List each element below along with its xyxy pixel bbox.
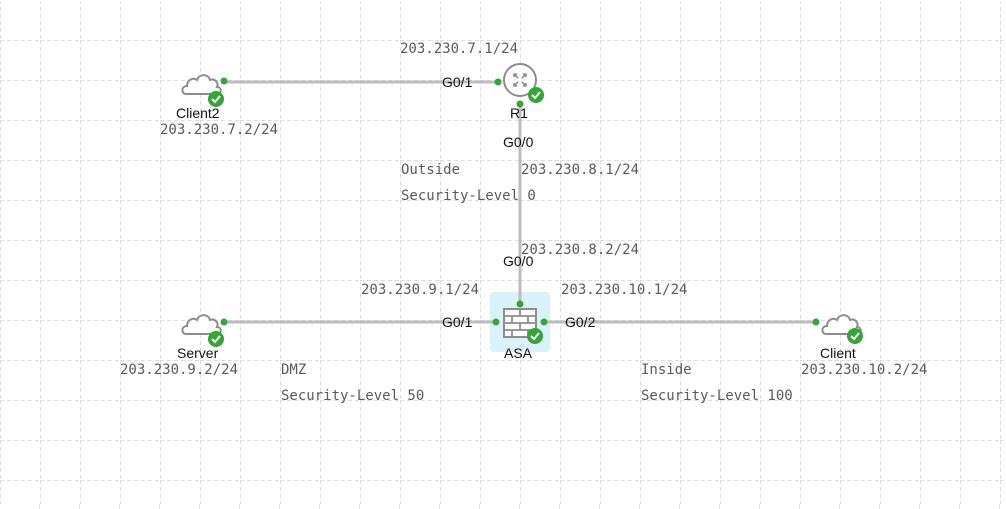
device-r1[interactable] <box>490 60 550 108</box>
port-label-r1-g01: G0/1 <box>442 74 473 90</box>
zone-level-outside: Security-Level 0 <box>401 188 536 204</box>
port-label-asa-g01: G0/1 <box>442 314 473 330</box>
device-asa[interactable] <box>490 292 550 352</box>
device-label-server: Server <box>177 345 219 361</box>
cloud-icon <box>181 314 228 335</box>
zone-label-dmz: DMZ <box>281 362 307 378</box>
zone-level-inside: Security-Level 100 <box>641 388 793 404</box>
status-ok-icon <box>528 87 544 103</box>
device-label-asa: ASA <box>504 345 533 361</box>
port-label-asa-g02: G0/2 <box>565 314 596 330</box>
ip-label-client: 203.230.10.2/24 <box>801 362 928 378</box>
device-label-r1: R1 <box>510 105 528 121</box>
device-label-client2: Client2 <box>176 105 220 121</box>
ip-label-server: 203.230.9.2/24 <box>120 362 239 378</box>
device-client2[interactable] <box>180 70 230 107</box>
ip-label-client2: 203.230.7.2/24 <box>160 122 279 138</box>
zone-label-outside: Outside <box>401 162 461 178</box>
port-label-asa-g00: G0/0 <box>503 253 534 269</box>
ip-label-asa-g02: 203.230.10.1/24 <box>561 282 688 298</box>
port-label-r1-g00: G0/0 <box>503 134 534 150</box>
status-ok-icon <box>527 328 543 344</box>
device-label-client: Client <box>820 345 856 361</box>
status-ok-icon <box>208 331 224 347</box>
device-client[interactable] <box>812 310 867 344</box>
device-server[interactable] <box>180 310 230 347</box>
ip-label-asa-g01: 203.230.9.1/24 <box>361 282 480 298</box>
router-icon <box>494 63 537 108</box>
zone-label-inside: Inside <box>641 362 692 378</box>
ip-label-r1-g00: 203.230.8.1/24 <box>521 162 640 178</box>
cloud-icon <box>181 74 228 95</box>
ip-label-asa-g00: 203.230.8.2/24 <box>521 242 640 258</box>
ip-label-r1-g01: 203.230.7.1/24 <box>400 41 519 57</box>
zone-level-dmz: Security-Level 50 <box>281 388 425 404</box>
status-ok-icon <box>847 328 863 344</box>
status-ok-icon <box>208 91 224 107</box>
